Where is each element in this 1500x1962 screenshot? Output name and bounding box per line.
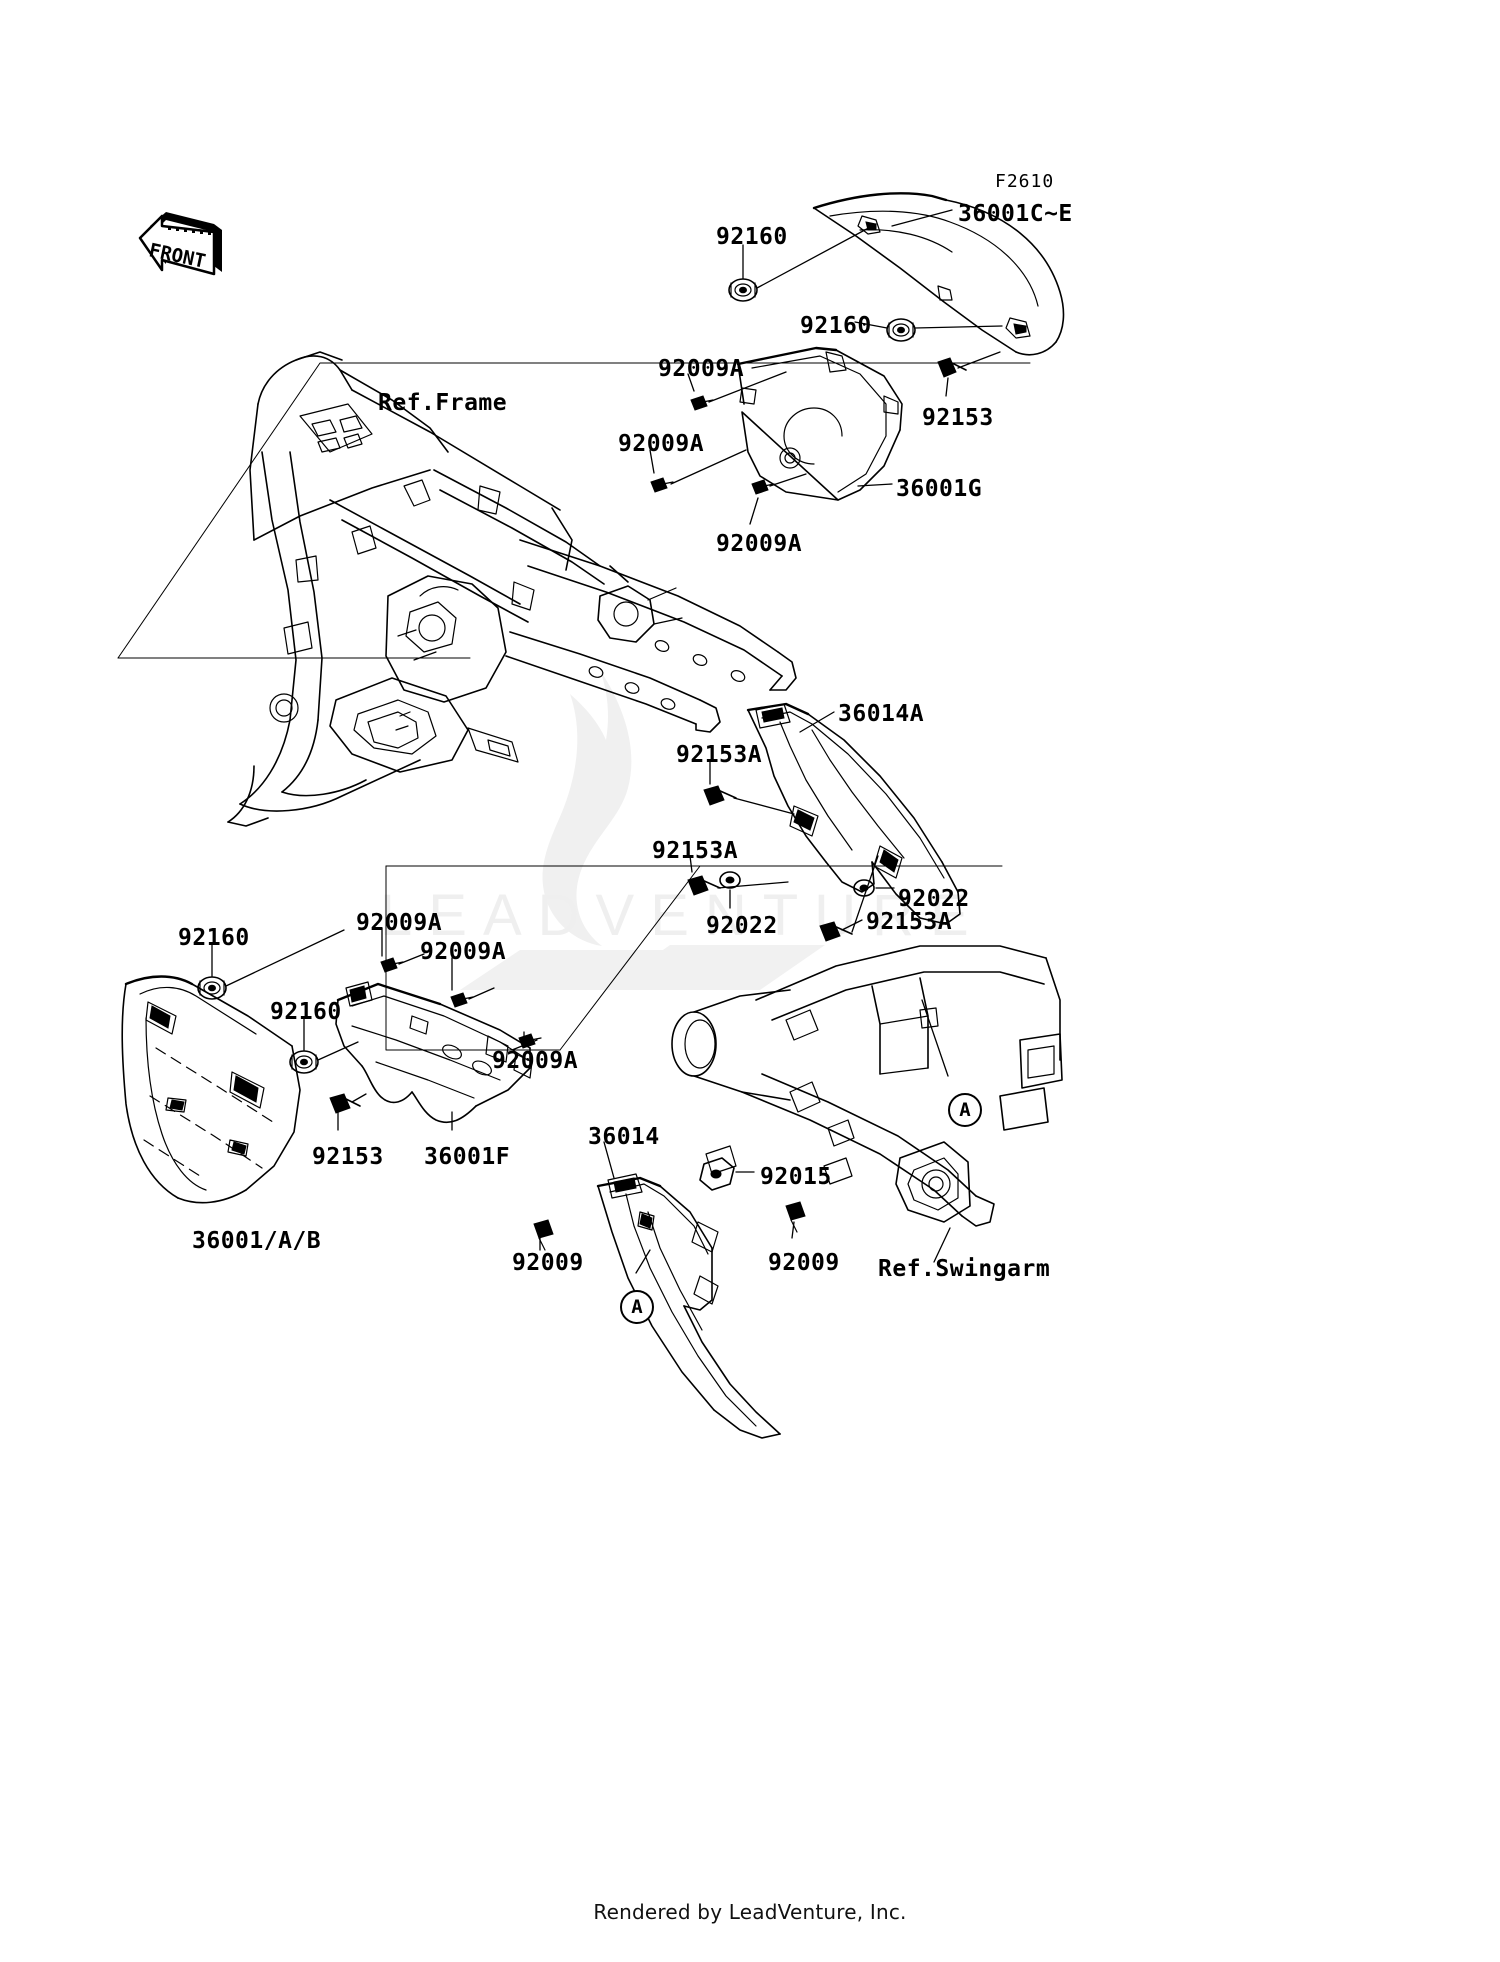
footer-credit: Rendered by LeadVenture, Inc. (593, 1900, 907, 1924)
bolt-92153a-1 (703, 785, 737, 806)
part-number-p-92153-b[interactable]: 92153 (312, 1144, 384, 1170)
part-number-p-92022-b[interactable]: 92022 (706, 913, 778, 939)
washer-92022-1 (853, 879, 875, 897)
bolt-92153a-2 (687, 875, 721, 896)
part-number-p-92009a-c[interactable]: 92009A (716, 531, 803, 557)
part-36014-chain-cover (596, 1173, 781, 1439)
part-number-p-92160-b[interactable]: 92160 (800, 313, 872, 339)
grommet-92160-3 (197, 976, 227, 1000)
bolt-92153a-3 (819, 921, 853, 942)
part-number-p-92022-a[interactable]: 92022 (898, 886, 970, 912)
part-36001ce-side-cover (812, 192, 1065, 356)
reference-label-ref-frame[interactable]: Ref.Frame (378, 390, 508, 416)
grommet-92160-1 (728, 278, 758, 302)
screw-92009a-6 (518, 1033, 542, 1049)
bolt-92153-2 (329, 1093, 361, 1114)
projection-plane-upper (117, 362, 1031, 659)
part-number-p-92009-b[interactable]: 92009 (512, 1250, 584, 1276)
part-number-p-36001g[interactable]: 36001G (896, 476, 983, 502)
part-number-p-92153-a[interactable]: 92153 (922, 405, 994, 431)
section-callout-callout-a-upper[interactable]: A (948, 1093, 982, 1127)
part-36001f-cover (335, 981, 533, 1124)
leader-lines (211, 209, 1003, 1274)
part-36001ab-side-cover (121, 975, 301, 1204)
part-number-p-36001ce[interactable]: 36001C~E (958, 201, 1073, 227)
fastener-92153a-group (687, 785, 853, 942)
part-number-p-92015[interactable]: 92015 (760, 1164, 832, 1190)
part-number-p-36001f[interactable]: 36001F (424, 1144, 511, 1170)
grommet-92160-2 (886, 318, 916, 342)
part-number-p-36014a[interactable]: 36014A (838, 701, 925, 727)
screw-92009a-5 (450, 992, 474, 1008)
part-number-p-92160-a[interactable]: 92160 (716, 224, 788, 250)
bolt-92153-1 (937, 357, 967, 378)
part-number-sheet-code[interactable]: F2610 (995, 171, 1055, 192)
part-number-p-92009a-b[interactable]: 92009A (618, 431, 705, 457)
part-number-p-92160-c[interactable]: 92160 (178, 925, 250, 951)
fastener-92160-group (197, 278, 916, 1074)
part-36001g-cover (736, 346, 903, 501)
screw-92009-1 (785, 1201, 806, 1233)
ref-swingarm-illustration (671, 945, 1063, 1227)
part-number-p-92009a-e[interactable]: 92009A (420, 939, 507, 965)
part-number-p-92153a-c[interactable]: 92153A (866, 909, 953, 935)
washer-92022-2 (719, 871, 741, 889)
fastener-92009-group (533, 1201, 806, 1251)
screw-92009a-2 (650, 477, 674, 493)
fastener-92015-nut (699, 1157, 735, 1191)
part-number-p-36001ab[interactable]: 36001/A/B (192, 1228, 322, 1254)
part-number-p-92160-d[interactable]: 92160 (270, 999, 342, 1025)
section-callout-callout-a-lower[interactable]: A (620, 1290, 654, 1324)
fastener-92022-group (719, 871, 875, 897)
screw-92009a-4 (380, 957, 404, 973)
fastener-92009a-group (380, 395, 775, 1049)
reference-label-ref-swingarm[interactable]: Ref.Swingarm (878, 1256, 1051, 1282)
part-number-p-92009a-f[interactable]: 92009A (492, 1048, 579, 1074)
grommet-92160-4 (289, 1050, 319, 1074)
screw-92009-2 (533, 1219, 554, 1251)
part-36014a-chain-guard (746, 702, 961, 925)
part-number-p-92009a-d[interactable]: 92009A (356, 910, 443, 936)
ref-frame-illustration (227, 351, 797, 827)
part-number-p-92009-a[interactable]: 92009 (768, 1250, 840, 1276)
front-direction-arrow-icon: FRONT (138, 212, 222, 276)
screw-92009a-1 (690, 395, 714, 411)
part-number-p-36014[interactable]: 36014 (588, 1124, 660, 1150)
part-number-p-92153a-a[interactable]: 92153A (676, 742, 763, 768)
screw-92009a-3 (751, 479, 775, 495)
part-number-p-92009a-a[interactable]: 92009A (658, 356, 745, 382)
part-number-p-92153a-b[interactable]: 92153A (652, 838, 739, 864)
